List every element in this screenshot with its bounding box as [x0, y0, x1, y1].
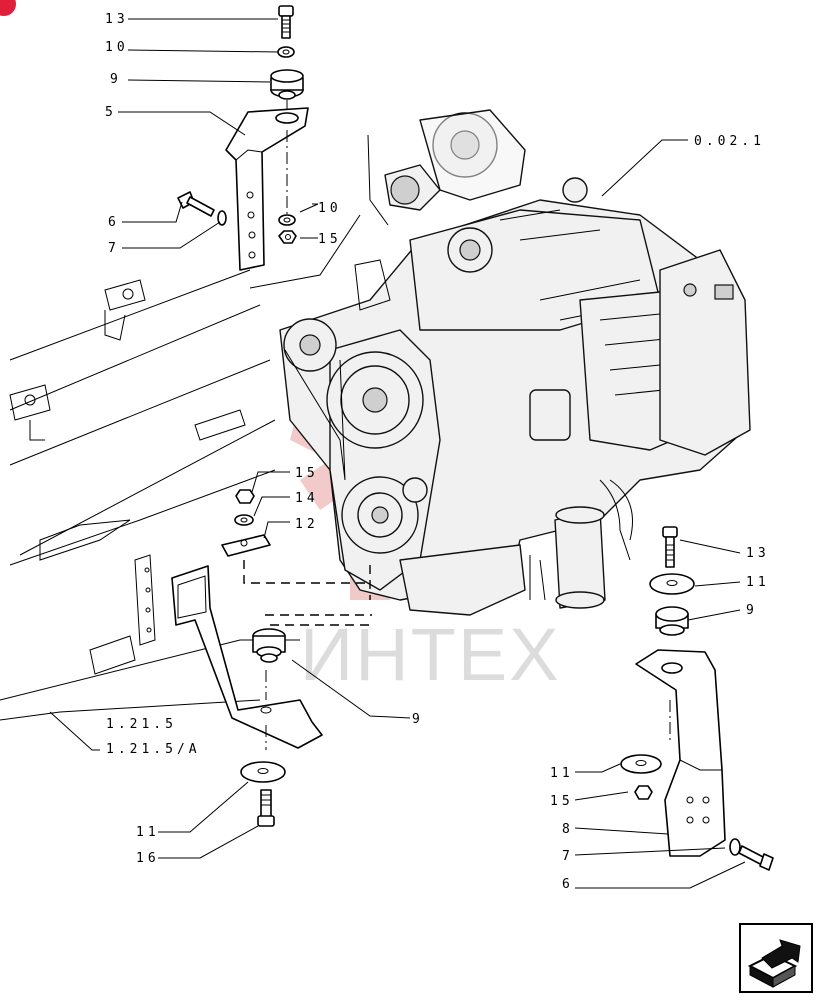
callout-15-center: 15: [295, 466, 319, 481]
callout-6-left: 6: [108, 215, 120, 230]
bolt-13-top: [278, 5, 294, 39]
bracket-left-lower: [171, 565, 323, 749]
washer-10-top: [277, 46, 295, 58]
engine-assembly: [279, 109, 751, 616]
washer-11-bl: [240, 761, 286, 783]
callout-8: 8: [562, 822, 574, 837]
nut-15-mid: [278, 230, 297, 244]
callout-11-br: 11: [550, 766, 574, 781]
callout-9-top: 9: [110, 72, 122, 87]
callout-14: 14: [295, 491, 319, 506]
bolt-6-top: [177, 191, 215, 217]
ref-engine-label: 0.02.1: [694, 134, 765, 149]
left-mount-assembly: [171, 489, 375, 827]
bolt-16: [257, 789, 275, 827]
callout-7-left: 7: [108, 241, 120, 256]
next-page-arrow-icon[interactable]: [739, 923, 813, 993]
callout-9-center: 9: [412, 712, 424, 727]
rubber-mount-9-center: [252, 628, 286, 663]
washer-11-right: [649, 573, 695, 595]
rubber-mount-9-right: [655, 606, 689, 636]
callout-6-br: 6: [562, 877, 574, 892]
callout-labels: 13 10 9 5 6 7 10 15 15 14 12 9 11 16 13 …: [105, 12, 770, 892]
nut-15-br: [634, 785, 653, 800]
callout-7-br: 7: [562, 849, 574, 864]
ref-frame-1-label: 1.21.5: [106, 717, 177, 732]
bolt-13-right: [662, 526, 678, 568]
leader-lines: [49, 18, 746, 889]
plate-12: [221, 534, 271, 557]
ref-frame-2-label: 1.21.5/A: [106, 742, 201, 757]
chassis-frame: [0, 269, 300, 721]
corner-badge-icon: [0, 0, 16, 16]
callout-15-mid: 15: [318, 232, 342, 247]
callout-16: 16: [136, 851, 160, 866]
callout-9-right: 9: [746, 603, 758, 618]
callout-15-br: 15: [550, 794, 574, 809]
rubber-mount-9-top: [270, 69, 304, 100]
callout-5: 5: [105, 105, 117, 120]
bolt-6-br: [738, 845, 774, 871]
bracket-5: [225, 107, 309, 271]
washer-7-br: [729, 838, 741, 856]
washer-7-top: [217, 210, 227, 226]
callout-11-bl: 11: [136, 825, 160, 840]
top-mount-assembly: [177, 5, 309, 271]
washer-14: [234, 514, 254, 526]
watermark-text: ИНТЕХ: [300, 613, 561, 696]
callout-13-top: 13: [105, 12, 129, 27]
washer-11-br: [620, 754, 662, 774]
right-mount-assembly: [620, 526, 774, 871]
callout-12: 12: [295, 517, 319, 532]
callout-10-top: 10: [105, 40, 129, 55]
washer-10-mid: [278, 214, 296, 226]
nut-15-center: [235, 489, 255, 504]
bracket-8: [635, 649, 726, 857]
callout-10-mid: 10: [318, 201, 342, 216]
callout-13-right: 13: [746, 546, 770, 561]
reference-labels: 0.02.1 1.21.5 1.21.5/A: [106, 134, 765, 757]
callout-11-right: 11: [746, 575, 770, 590]
